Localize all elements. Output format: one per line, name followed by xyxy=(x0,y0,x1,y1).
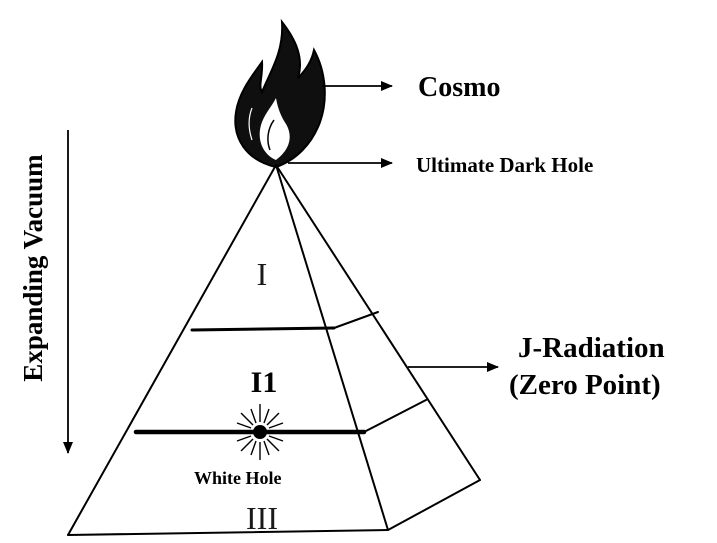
divider-upper-side xyxy=(333,311,379,329)
divider-upper-front xyxy=(190,326,336,332)
cosmo-label: Cosmo xyxy=(418,72,500,103)
j-radiation-label: J-Radiation xyxy=(518,332,665,364)
white-hole-label: White Hole xyxy=(194,468,282,488)
arrows xyxy=(63,81,499,454)
pyramid-left-edge xyxy=(67,164,277,536)
pyramid-right-edge xyxy=(275,164,481,481)
zero-point-label: (Zero Point) xyxy=(509,369,661,401)
pyramid-front-edge xyxy=(275,164,389,531)
pyramid xyxy=(67,164,481,536)
level-three-label: III xyxy=(246,500,278,536)
divider-lower-side xyxy=(363,399,427,433)
pyramid-base-side xyxy=(387,479,481,531)
expanding-vacuum-label: Expanding Vacuum xyxy=(18,154,48,382)
level-one-label: I xyxy=(257,256,268,292)
level-two-label: I1 xyxy=(251,366,278,399)
starburst-icon xyxy=(232,404,288,460)
flame-icon xyxy=(234,18,326,169)
ultimate-dark-hole-label: Ultimate Dark Hole xyxy=(416,153,593,177)
pyramid-base-front xyxy=(67,529,389,536)
